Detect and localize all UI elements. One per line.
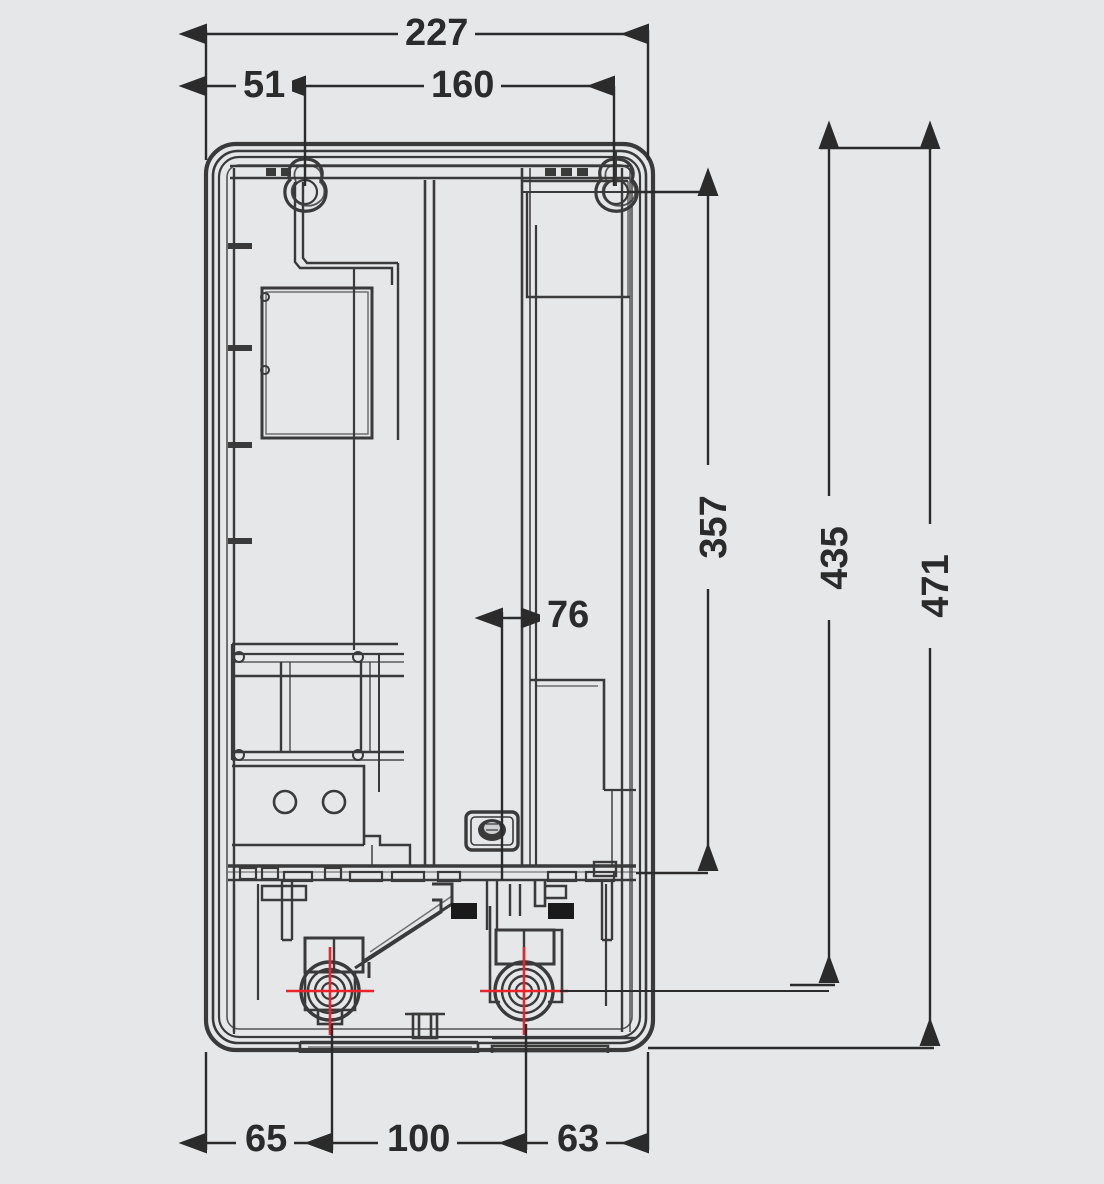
dimension-label-bottom-left: 65 xyxy=(238,1120,295,1158)
center-marks xyxy=(286,947,568,1035)
dimension-lines xyxy=(178,23,941,1154)
vent-hole xyxy=(321,789,347,815)
dimension-label-mount-to-connection: 357 xyxy=(693,465,735,589)
dimension-label-mount-to-bottom: 435 xyxy=(814,496,856,620)
dimension-label-overall-height: 471 xyxy=(915,524,957,648)
top-vent-notches xyxy=(266,168,588,176)
center-divider xyxy=(423,180,436,866)
dimension-label-bottom-right: 63 xyxy=(550,1120,607,1158)
control-module-box xyxy=(260,286,374,440)
dimension-label-inlet-offset: 76 xyxy=(540,596,597,634)
dimension-label-overall-width: 227 xyxy=(398,14,476,52)
vent-hole xyxy=(272,789,298,815)
bottom-hangers xyxy=(260,860,618,942)
upper-left-bracket xyxy=(293,182,400,440)
top-rail xyxy=(230,164,630,180)
lower-left-panel xyxy=(232,764,412,866)
pipe-clip-left xyxy=(451,903,477,919)
heater-bracket-frame xyxy=(230,642,404,792)
lower-panel-outline xyxy=(232,884,608,1034)
dimension-label-bottom-center: 100 xyxy=(380,1120,458,1158)
dimension-label-hole-spacing: 160 xyxy=(424,66,502,104)
dimension-label-left-offset: 51 xyxy=(236,66,293,104)
left-wall-ribs xyxy=(228,243,252,544)
bottom-shelf-detail xyxy=(298,1036,636,1053)
right-column-panels xyxy=(520,168,636,866)
chassis-clips xyxy=(238,866,616,883)
bottom-drain-foot xyxy=(405,1012,445,1040)
cable-gland xyxy=(464,810,520,852)
inlet-pipe-diagonal xyxy=(354,882,454,978)
right-inner-wall xyxy=(620,168,631,1032)
